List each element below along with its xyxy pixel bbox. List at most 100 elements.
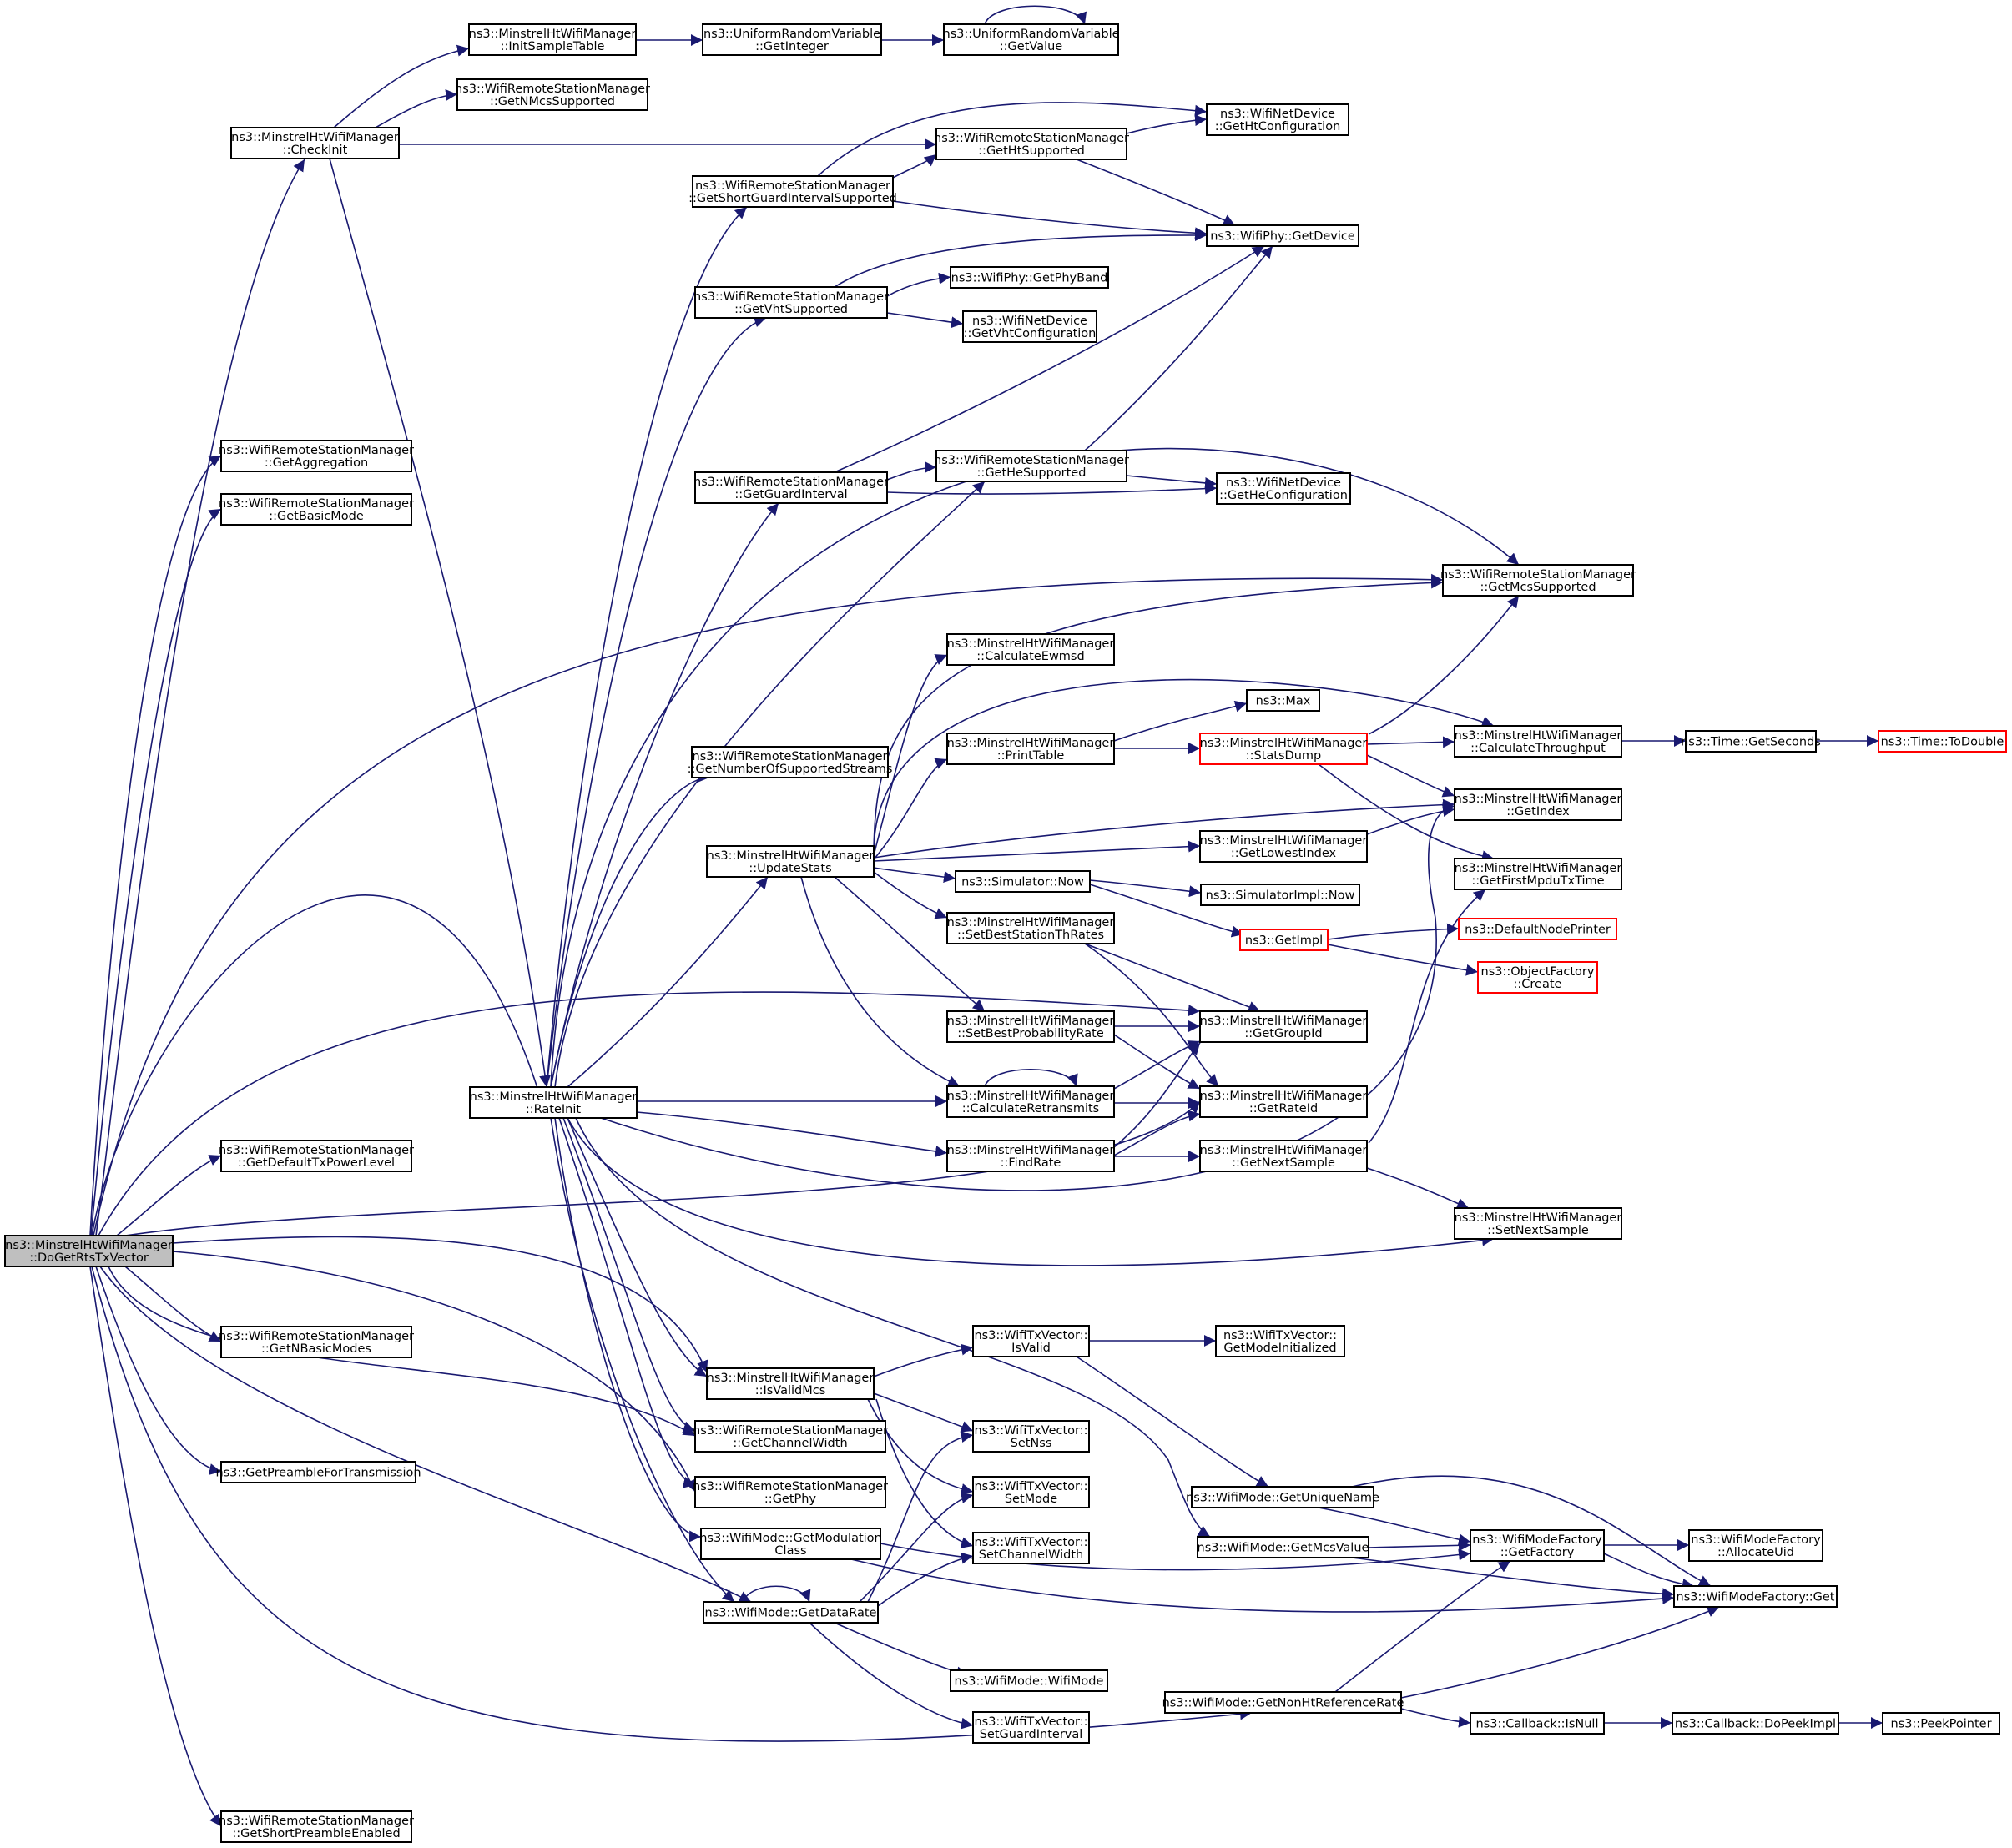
node-gethtconf[interactable]: ns3::WifiNetDevice::GetHtConfiguration: [1206, 103, 1349, 136]
node-getnmcs[interactable]: ns3::WifiRemoteStationManager::GetNMcsSu…: [455, 78, 650, 111]
node-todouble[interactable]: ns3::Time::ToDouble: [1878, 730, 2007, 753]
node-root[interactable]: ns3::MinstrelHtWifiManager::DoGetRtsTxVe…: [4, 1235, 174, 1267]
node-getfirstmpdu[interactable]: ns3::MinstrelHtWifiManager::GetFirstMpdu…: [1454, 858, 1622, 890]
node-getfactory[interactable]: ns3::WifiModeFactory::GetFactory: [1470, 1529, 1605, 1562]
node-getphyband[interactable]: ns3::WifiPhy::GetPhyBand: [950, 266, 1109, 289]
edge-getsgi-to-getdevice: [892, 200, 1208, 239]
edge-getmodclass-to-wmfget: [850, 1558, 1675, 1613]
node-setbeststation[interactable]: ns3::MinstrelHtWifiManager::SetBestStati…: [946, 912, 1115, 944]
node-label: ns3::WifiRemoteStationManager: [219, 1330, 414, 1343]
node-getheconf[interactable]: ns3::WifiNetDevice::GetHeConfiguration: [1216, 472, 1351, 505]
node-label: ns3::MinstrelHtWifiManager: [1200, 1144, 1368, 1157]
node-dopeekimpl[interactable]: ns3::Callback::DoPeekImpl: [1672, 1712, 1839, 1735]
node-wmfget[interactable]: ns3::WifiModeFactory::Get: [1673, 1585, 1838, 1608]
node-label: ns3::UniformRandomVariable: [703, 28, 880, 41]
node-getaggregation[interactable]: ns3::WifiRemoteStationManager::GetAggreg…: [219, 440, 414, 472]
node-box: [1672, 1712, 1839, 1735]
node-box: [955, 870, 1091, 893]
node-getlowestindex[interactable]: ns3::MinstrelHtWifiManager::GetLowestInd…: [1199, 830, 1368, 863]
edge-root-to-isvalidmcs: [172, 1236, 708, 1373]
node-calcretransmits[interactable]: ns3::MinstrelHtWifiManager::CalculateRet…: [946, 1085, 1115, 1118]
node-label: ::GetDefaultTxPowerLevel: [238, 1156, 395, 1170]
edge-getuniquename-to-wmfget: [1351, 1475, 1712, 1587]
node-getdefaulttxpower[interactable]: ns3::WifiRemoteStationManager::GetDefaul…: [219, 1140, 414, 1172]
node-getrateid[interactable]: ns3::MinstrelHtWifiManager::GetRateId: [1199, 1085, 1368, 1118]
node-getnonht[interactable]: ns3::WifiMode::GetNonHtReferenceRate: [1162, 1691, 1404, 1714]
node-getbasicmode[interactable]: ns3::WifiRemoteStationManager::GetBasicM…: [219, 493, 414, 526]
node-getmcssupported[interactable]: ns3::WifiRemoteStationManager::GetMcsSup…: [1440, 564, 1636, 597]
node-updatestats[interactable]: ns3::MinstrelHtWifiManager::UpdateStats: [706, 845, 875, 878]
node-calcewmsd[interactable]: ns3::MinstrelHtWifiManager::CalculateEwm…: [946, 633, 1115, 666]
node-defaultnodeprinter[interactable]: ns3::DefaultNodePrinter: [1458, 918, 1617, 940]
node-getvalue[interactable]: ns3::UniformRandomVariable::GetValue: [942, 23, 1120, 56]
node-setbestprob[interactable]: ns3::MinstrelHtWifiManager::SetBestProba…: [946, 1010, 1115, 1043]
node-getseconds[interactable]: ns3::Time::GetSeconds: [1681, 730, 1821, 753]
node-getvhtconf[interactable]: ns3::WifiNetDevice::GetVhtConfiguration: [962, 310, 1097, 343]
node-label: ::StatsDump: [1246, 749, 1321, 763]
node-getnumstreams[interactable]: ns3::WifiRemoteStationManager::GetNumber…: [688, 746, 893, 778]
node-setguardinterval[interactable]: ns3::WifiTxVector::SetGuardInterval: [972, 1711, 1090, 1744]
node-getvht[interactable]: ns3::WifiRemoteStationManager::GetVhtSup…: [693, 286, 889, 319]
node-getmcsvalue[interactable]: ns3::WifiMode::GetMcsValue: [1197, 1536, 1369, 1558]
node-setnextsample[interactable]: ns3::MinstrelHtWifiManager::SetNextSampl…: [1454, 1207, 1622, 1240]
edge-gethtsupported-to-getdevice: [1076, 159, 1236, 226]
node-allocateuid[interactable]: ns3::WifiModeFactory::AllocateUid: [1688, 1529, 1823, 1562]
node-wifimode[interactable]: ns3::WifiMode::WifiMode: [950, 1669, 1108, 1692]
edge-isvalid-to-getuniquename: [1076, 1356, 1269, 1488]
node-label: ns3::WifiRemoteStationManager: [219, 444, 414, 457]
node-label: ::GetIndex: [1506, 805, 1570, 818]
node-getpreamble[interactable]: ns3::GetPreambleForTransmission: [215, 1461, 421, 1483]
node-setmode[interactable]: ns3::WifiTxVector::SetMode: [972, 1476, 1090, 1508]
node-label: ::SetBestStationThRates: [957, 929, 1104, 942]
node-isnull[interactable]: ns3::Callback::IsNull: [1470, 1712, 1605, 1735]
node-getimpl[interactable]: ns3::GetImpl: [1239, 929, 1329, 951]
edge-getnextsample-to-setnextsample: [1366, 1167, 1470, 1210]
node-setchannelwidth[interactable]: ns3::WifiTxVector::SetChannelWidth: [972, 1532, 1090, 1564]
edge-getmcsvalue-to-getfactory: [1368, 1539, 1471, 1552]
node-box: [950, 1669, 1108, 1692]
node-label: ::SetBestProbabilityRate: [957, 1027, 1104, 1040]
node-label: ns3::WifiMode::GetMcsValue: [1198, 1542, 1369, 1555]
node-gethesupported[interactable]: ns3::WifiRemoteStationManager::GetHeSupp…: [934, 450, 1129, 482]
node-getdevice[interactable]: ns3::WifiPhy::GetDevice: [1206, 224, 1359, 247]
node-getphy[interactable]: ns3::WifiRemoteStationManager::GetPhy: [693, 1476, 888, 1508]
node-label: ::GetGroupId: [1244, 1027, 1322, 1040]
node-getguard[interactable]: ns3::WifiRemoteStationManager::GetGuardI…: [693, 471, 889, 504]
node-isvalid[interactable]: ns3::WifiTxVector::IsValid: [972, 1325, 1090, 1357]
node-label: ::GetMcsSupported: [1480, 581, 1596, 594]
node-calcthroughput[interactable]: ns3::MinstrelHtWifiManager::CalculateThr…: [1454, 725, 1622, 758]
node-label: Class: [774, 1544, 806, 1558]
node-getgroupid[interactable]: ns3::MinstrelHtWifiManager::GetGroupId: [1199, 1010, 1368, 1043]
node-rateinit[interactable]: ns3::MinstrelHtWifiManager::RateInit: [469, 1086, 638, 1119]
node-getnbasicmodes[interactable]: ns3::WifiRemoteStationManager::GetNBasic…: [219, 1326, 414, 1358]
node-simimplnow[interactable]: ns3::SimulatorImpl::Now: [1200, 884, 1360, 906]
node-checkinit[interactable]: ns3::MinstrelHtWifiManager::CheckInit: [230, 127, 400, 159]
node-objectfactory[interactable]: ns3::ObjectFactory::Create: [1477, 961, 1598, 994]
node-box: [1477, 961, 1598, 994]
edge-getfactory-to-wmfget: [1603, 1553, 1695, 1590]
node-getmodeinit[interactable]: ns3::WifiTxVector::GetModeInitialized: [1215, 1325, 1345, 1357]
node-getsgi[interactable]: ns3::WifiRemoteStationManager::GetShortG…: [688, 175, 897, 208]
node-getnextsample[interactable]: ns3::MinstrelHtWifiManager::GetNextSampl…: [1199, 1140, 1368, 1172]
node-max[interactable]: ns3::Max: [1246, 689, 1320, 712]
node-getindex[interactable]: ns3::MinstrelHtWifiManager::GetIndex: [1454, 788, 1622, 821]
node-findrate[interactable]: ns3::MinstrelHtWifiManager::FindRate: [946, 1140, 1115, 1172]
node-getdatarate[interactable]: ns3::WifiMode::GetDataRate: [703, 1601, 879, 1624]
node-getinteger[interactable]: ns3::UniformRandomVariable::GetInteger: [702, 23, 882, 56]
node-getuniquename[interactable]: ns3::WifiMode::GetUniqueName: [1186, 1486, 1379, 1508]
node-setnss[interactable]: ns3::WifiTxVector::SetNss: [972, 1420, 1090, 1453]
node-gethtsupported[interactable]: ns3::WifiRemoteStationManager::GetHtSupp…: [934, 128, 1129, 160]
node-simnow[interactable]: ns3::Simulator::Now: [955, 870, 1091, 893]
node-getchannelwidth[interactable]: ns3::WifiRemoteStationManager::GetChanne…: [693, 1420, 888, 1453]
node-peekpointer[interactable]: ns3::PeekPointer: [1882, 1712, 2000, 1735]
node-label: ::GetHtConfiguration: [1215, 120, 1341, 133]
node-isvalidmcs[interactable]: ns3::MinstrelHtWifiManager::IsValidMcs: [706, 1367, 875, 1400]
node-label: ::GetChannelWidth: [733, 1437, 847, 1450]
node-initsample[interactable]: ns3::MinstrelHtWifiManager::InitSampleTa…: [468, 23, 637, 56]
edge-root-to-getnbasicmodes: [124, 1266, 222, 1342]
node-label: ns3::Time::GetSeconds: [1681, 736, 1821, 749]
node-printtable[interactable]: ns3::MinstrelHtWifiManager::PrintTable: [946, 733, 1115, 765]
node-getshortpreamble[interactable]: ns3::WifiRemoteStationManager::GetShortP…: [219, 1810, 414, 1843]
node-statsdump[interactable]: ns3::MinstrelHtWifiManager::StatsDump: [1199, 733, 1368, 765]
